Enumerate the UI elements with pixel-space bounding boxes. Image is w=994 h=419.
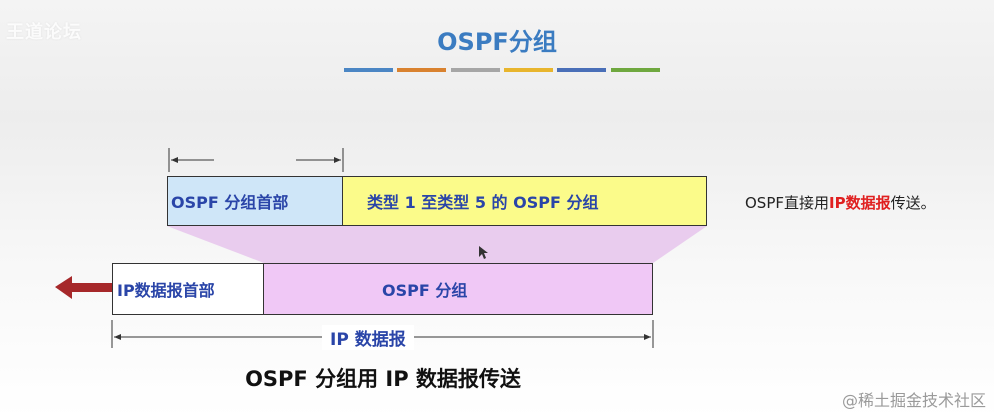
header-span-arrowhead-right <box>334 157 341 163</box>
ospf-packet: OSPF 分组首部 类型 1 至类型 5 的 OSPF 分组 <box>167 176 707 226</box>
ospf-packet-header: OSPF 分组首部 <box>168 177 343 225</box>
send-direction-arrow <box>55 276 112 299</box>
side-note: OSPF直接用IP数据报传送。 <box>745 192 936 213</box>
side-note-highlight: IP数据报 <box>829 194 891 212</box>
ip-datagram-body: OSPF 分组 <box>264 264 652 314</box>
side-note-prefix: OSPF直接用 <box>745 194 830 212</box>
ip-datagram-span-label: IP 数据报 <box>322 325 414 350</box>
color-bar-6 <box>611 68 660 72</box>
ip-span-arrowhead-right <box>644 334 651 340</box>
color-bar-2 <box>397 68 446 72</box>
ip-datagram-header: IP数据报首部 <box>113 264 264 314</box>
watermark-bottom-right: @稀土掘金技术社区 <box>841 391 986 410</box>
ip-datagram: IP数据报首部 OSPF 分组 <box>112 263 653 315</box>
watermark-top-left: 王道论坛 <box>6 22 82 43</box>
color-bar-5 <box>557 68 606 72</box>
projection-trapezoid <box>167 226 707 263</box>
ospf-packet-body: 类型 1 至类型 5 的 OSPF 分组 <box>343 177 706 225</box>
side-note-suffix: 传送。 <box>890 194 936 212</box>
ip-span-arrowhead-left <box>114 334 121 340</box>
header-span-arrowhead-left <box>171 157 178 163</box>
color-bar-4 <box>504 68 553 72</box>
slide-title: OSPF分组 <box>437 28 557 56</box>
color-bar-3 <box>451 68 500 72</box>
diagram-caption: OSPF 分组用 IP 数据报传送 <box>245 367 521 391</box>
mouse-cursor-icon <box>479 246 488 259</box>
color-bar-1 <box>344 68 393 72</box>
